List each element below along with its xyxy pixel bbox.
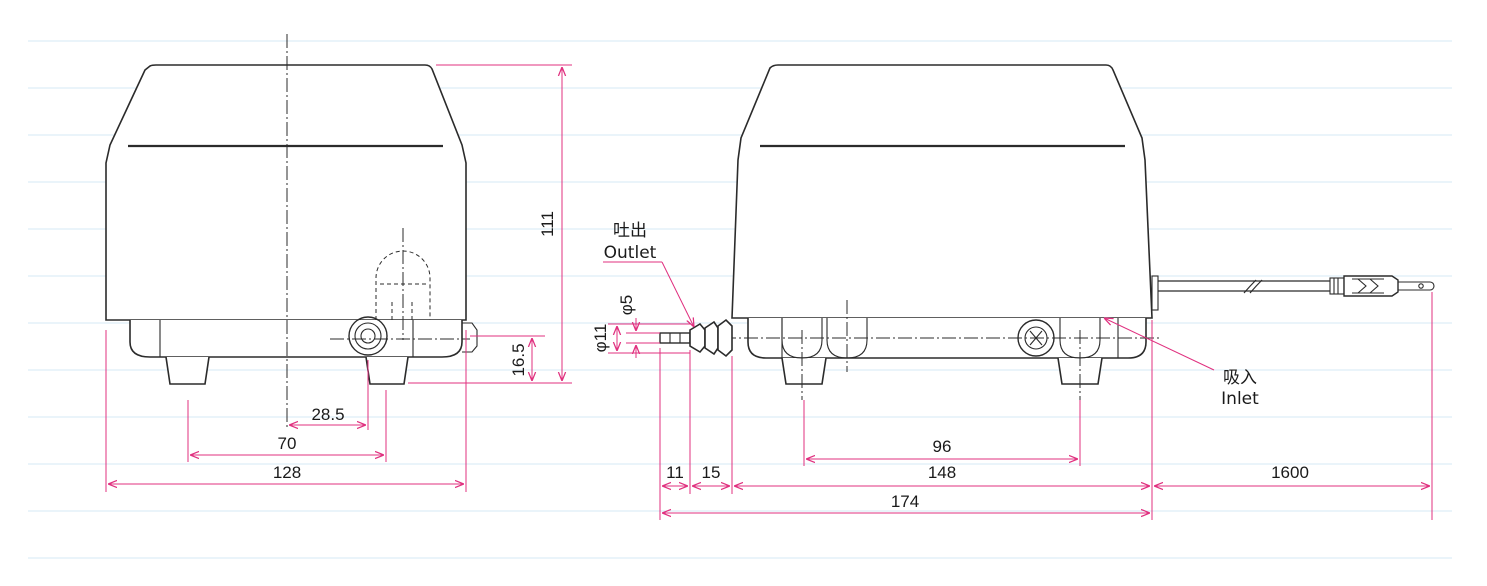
dim-body-length: 148 <box>928 463 956 482</box>
inlet-label-en: Inlet <box>1221 389 1259 409</box>
side-labels: 吐出 Outlet 吸入 Inlet <box>604 221 1259 409</box>
side-view <box>659 64 1435 400</box>
power-cord <box>1151 275 1435 311</box>
dim-diameter-5: φ5 <box>617 295 636 315</box>
dim-height: 111 <box>538 211 557 237</box>
dim-width-front: 128 <box>273 463 301 482</box>
inlet-leader <box>1104 318 1215 371</box>
outlet-nozzle <box>659 318 733 358</box>
front-foot-left <box>165 356 210 385</box>
front-base <box>129 320 463 358</box>
outlet-label-en: Outlet <box>604 243 657 263</box>
dim-foot-spacing-front: 70 <box>278 434 297 453</box>
side-dimensions: φ5 φ11 96 11 15 148 1600 174 <box>591 261 1433 520</box>
dim-cord-length: 1600 <box>1271 463 1309 482</box>
outlet-label-jp: 吐出 <box>613 221 647 241</box>
side-housing <box>731 64 1153 319</box>
side-foot-left <box>781 357 827 385</box>
dim-port-height: 16.5 <box>509 343 528 376</box>
dim-total-length: 174 <box>891 492 919 511</box>
inlet-label-jp: 吸入 <box>1223 368 1257 388</box>
dim-offset: 28.5 <box>311 405 344 424</box>
dim-nozzle-15: 15 <box>702 463 721 482</box>
front-dimensions: 111 16.5 28.5 70 128 <box>105 64 572 492</box>
front-housing <box>105 64 467 321</box>
dim-diameter-11: φ11 <box>591 324 610 353</box>
dim-foot-spacing-side: 96 <box>933 437 952 456</box>
dim-nozzle-11: 11 <box>666 463 684 482</box>
front-foot-right <box>365 356 409 385</box>
front-view <box>105 34 478 430</box>
